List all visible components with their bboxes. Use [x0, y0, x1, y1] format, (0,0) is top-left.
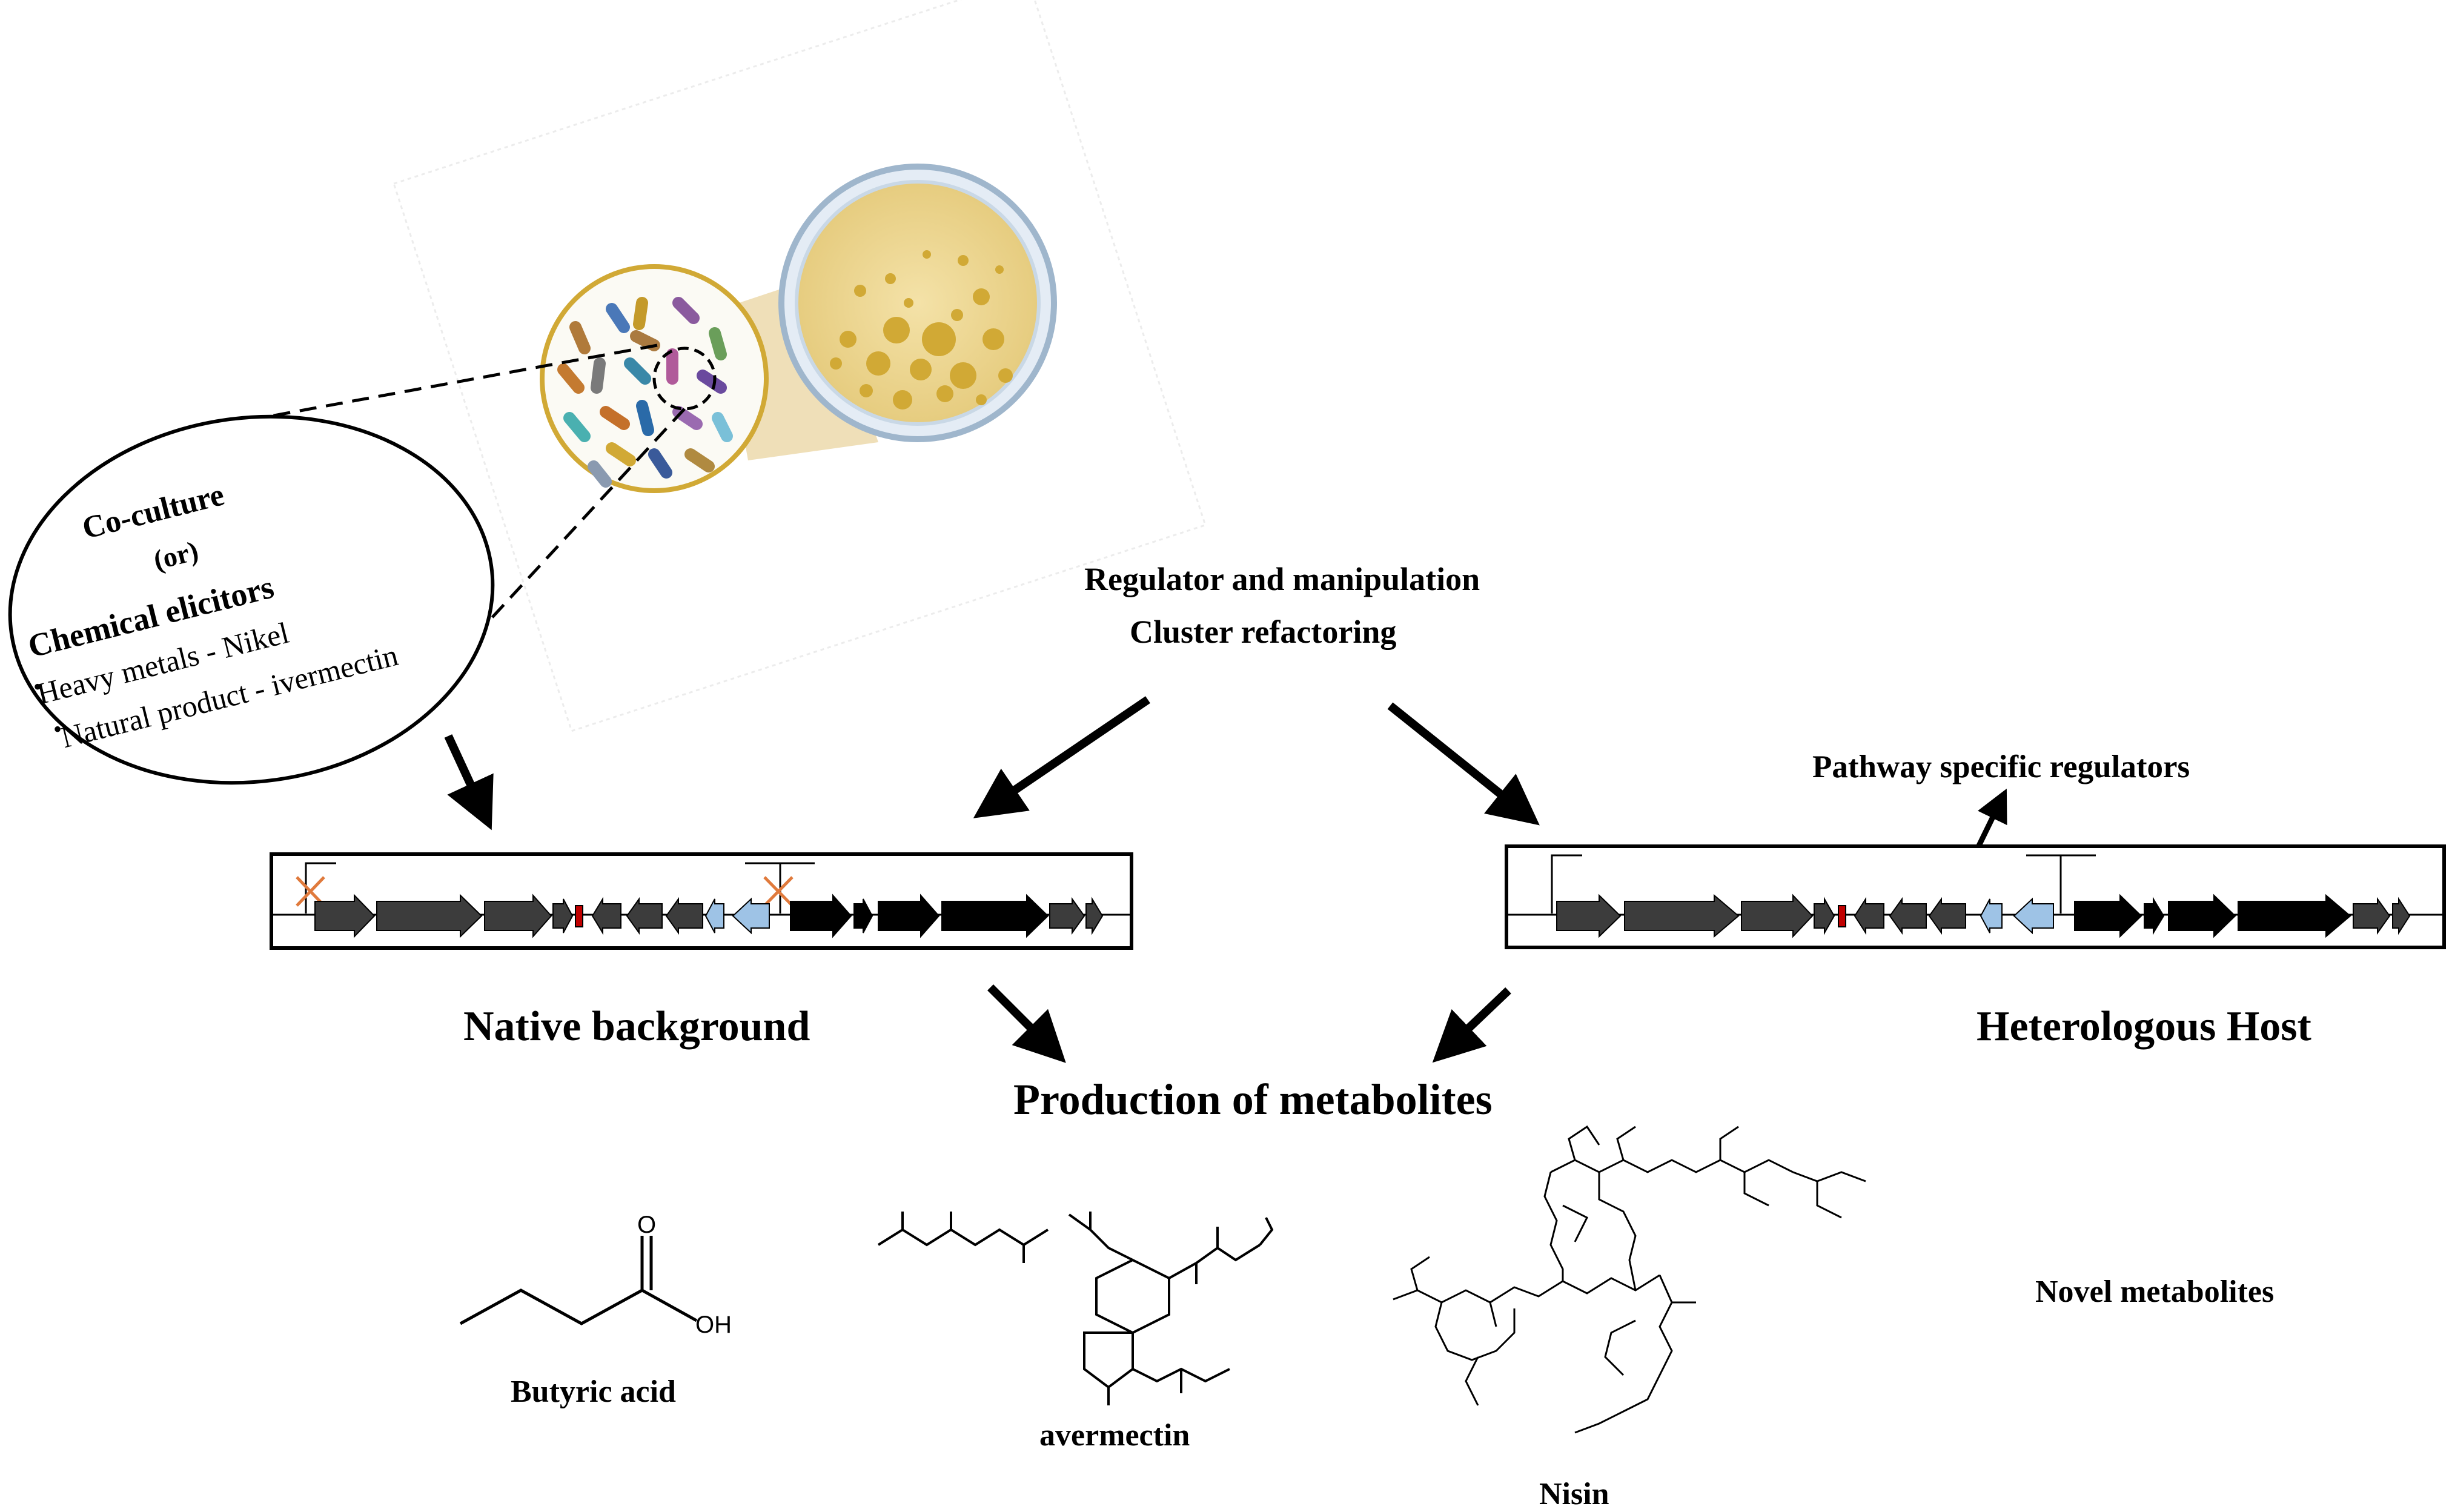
pathway-regulators-label: Pathway specific regulators [1812, 749, 2190, 784]
butyric-acid-structure [459, 1236, 698, 1325]
nisin-label: Nisin [1539, 1477, 1609, 1511]
arrow-strategy-native [973, 696, 1150, 818]
butyric-acid-label: Butyric acid [511, 1374, 676, 1409]
host-gene-cluster [1505, 844, 2446, 949]
petri-dish [778, 164, 1057, 442]
avermectin-label: avermectin [1039, 1418, 1190, 1453]
native-background-label: Native background [463, 1003, 810, 1050]
arrow-host-production [1432, 987, 1511, 1063]
background-panel [393, 0, 1207, 732]
novel-metabolites-label: Novel metabolites [2035, 1275, 2275, 1309]
strategy-refactoring-label: Cluster refactoring [1130, 614, 1397, 650]
culture-ellipse [8, 414, 495, 785]
production-label: Production of metabolites [1013, 1075, 1493, 1124]
arrow-strategy-host [1387, 702, 1540, 826]
arrow-pathway-regulator [1975, 788, 2007, 849]
hydroxyl-label: OH [695, 1311, 732, 1338]
avermectin-structure [877, 1212, 1274, 1405]
dashed-connector-top [260, 343, 658, 420]
oxygen-label: O [637, 1212, 656, 1238]
heterologous-host-label: Heterologous Host [1977, 1003, 2311, 1050]
native-gene-cluster [270, 852, 1133, 950]
nisin-structure [1393, 1125, 1866, 1434]
microbe-community [540, 264, 769, 493]
strategy-regulator-label: Regulator and manipulation [1084, 561, 1480, 597]
arrow-to-native [444, 734, 494, 831]
arrow-native-production [987, 984, 1066, 1063]
